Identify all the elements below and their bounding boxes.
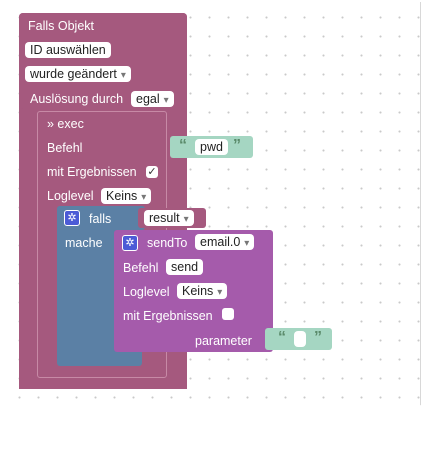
- gear-icon[interactable]: ✲: [64, 210, 80, 226]
- exec-title: » exec: [47, 117, 84, 131]
- exec-command-label: Befehl: [47, 141, 83, 155]
- open-quote-icon: “: [278, 329, 286, 346]
- exec-loglevel-dropdown[interactable]: Keins: [101, 188, 152, 204]
- close-quote-icon: ”: [314, 329, 322, 346]
- sendto-command-input[interactable]: send: [166, 259, 204, 275]
- sendto-results-label: mit Ergebnissen: [123, 309, 213, 323]
- exec-command-input[interactable]: pwd: [195, 139, 228, 155]
- if-label: falls: [89, 212, 112, 226]
- sendto-loglevel-label: Loglevel: [123, 285, 170, 299]
- sendto-instance-dropdown[interactable]: email.0: [195, 234, 255, 250]
- trigger-title: Falls Objekt: [28, 19, 94, 33]
- trigger-block-bottom: [19, 377, 187, 389]
- parameter-text-input[interactable]: [294, 331, 306, 347]
- exec-loglevel-label: Loglevel: [47, 189, 94, 203]
- sendto-command-label: Befehl: [123, 261, 159, 275]
- close-quote-icon: ”: [233, 137, 241, 154]
- parameter-label: parameter: [195, 334, 252, 348]
- open-quote-icon: “: [179, 137, 187, 154]
- sendto-loglevel-dropdown[interactable]: Keins: [177, 283, 228, 299]
- select-id-button[interactable]: ID auswählen: [25, 42, 111, 58]
- sendto-results-checkbox[interactable]: [222, 308, 234, 320]
- sendto-title: sendTo: [147, 236, 188, 250]
- if-value-dropdown[interactable]: result: [144, 210, 194, 226]
- exec-results-checkbox[interactable]: ✓: [146, 166, 158, 178]
- condition-dropdown[interactable]: wurde geändert: [25, 66, 131, 82]
- trigger-label: Auslösung durch: [30, 92, 124, 106]
- gear-icon[interactable]: ✲: [122, 235, 138, 251]
- do-label: mache: [65, 236, 103, 250]
- exec-results-label: mit Ergebnissen: [47, 165, 137, 179]
- trigger-dropdown[interactable]: egal: [131, 91, 174, 107]
- torn-edge-shadow: [0, 400, 431, 455]
